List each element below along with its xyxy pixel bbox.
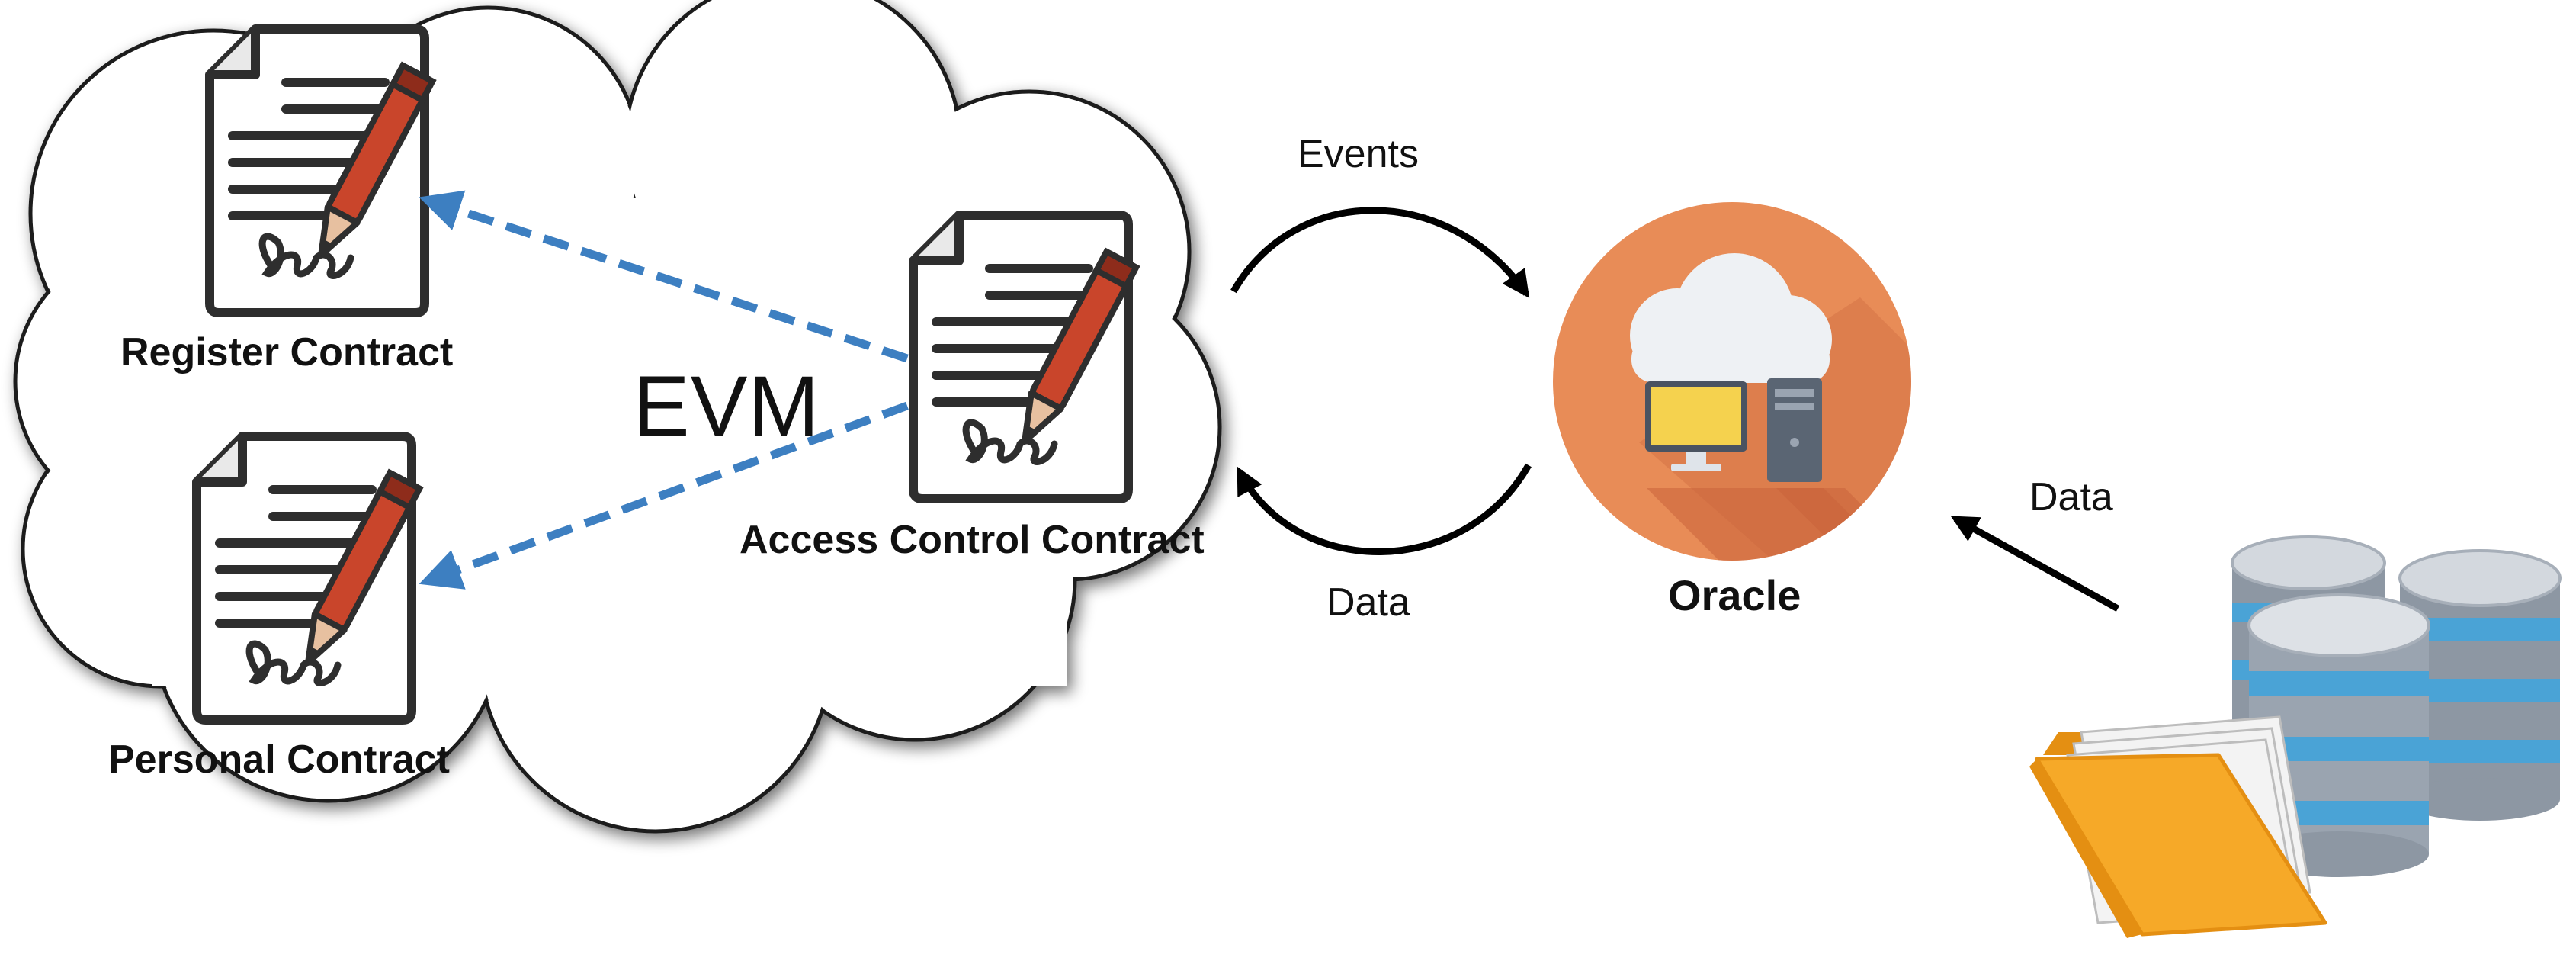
register-contract-label: Register Contract	[120, 330, 454, 374]
data-source-label: Data	[2029, 475, 2113, 519]
dashed-arrow-to-personal	[419, 401, 909, 590]
oracle-label: Oracle	[1668, 571, 1801, 619]
personal-contract-icon	[197, 436, 419, 720]
access-control-contract-label: Access Control Contract	[739, 518, 1205, 562]
register-contract-icon	[210, 29, 432, 313]
data-source-arrow	[1950, 516, 2120, 612]
evm-label: EVM	[633, 358, 820, 454]
events-arrow	[1230, 207, 1530, 298]
access-control-contract-icon	[913, 215, 1136, 499]
personal-contract-label: Personal Contract	[108, 738, 450, 782]
oracle-icon	[1553, 202, 1911, 561]
database-icon	[2231, 535, 2562, 877]
data-return-arrow	[1237, 463, 1532, 555]
folder-icon	[2029, 715, 2327, 938]
dashed-arrow-to-register	[419, 190, 909, 363]
data-return-label: Data	[1326, 580, 1410, 625]
events-label: Events	[1298, 132, 1419, 176]
